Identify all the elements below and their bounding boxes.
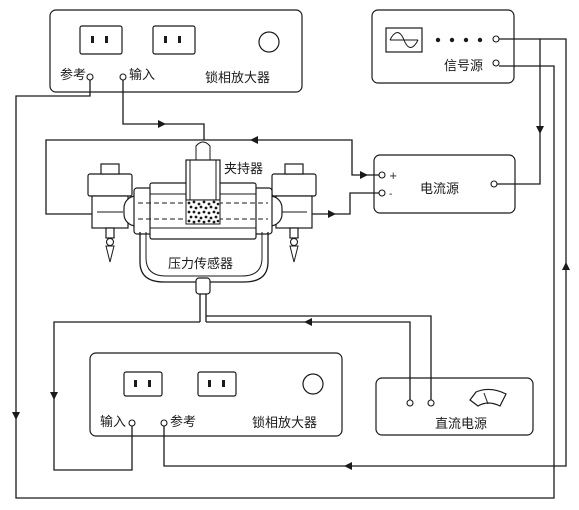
pressure-sensor-cradle-inner [145,232,263,277]
pressure-sensor-body [195,277,211,295]
current-source-minus-symbol: - [389,189,392,200]
bottom-lockin-knob [302,373,324,395]
arrow-clamp-wire [250,136,258,144]
top-lockin-reference-terminal [86,73,94,81]
arrow-left-down [50,392,58,400]
arrow-signal-down [536,126,544,134]
top-lockin-socket-1 [79,25,123,55]
sample-assembly: 夹持器 压力传感器 [87,141,317,322]
arrow-right-probe [328,210,336,218]
top-lockin-amplifier: 参考 输入 锁相放大器 [49,9,303,93]
wire-right-probe-to-current-minus [312,192,379,215]
arrow-right-margin-up [562,262,570,270]
right-probe-positioner [271,163,317,263]
clamp-top-cap [195,141,211,160]
bottom-lockin-name: 锁相放大器 [252,415,317,431]
bottom-lockin-input-label: 输入 [100,414,126,430]
top-lockin-input-label: 输入 [129,67,155,83]
current-source-input-terminal [490,180,498,188]
arrow-left-margin [12,412,20,420]
wire-clamp-to-left-probe [45,139,204,215]
bottom-lockin-socket-2 [197,371,237,397]
arrow-top-input [158,120,166,128]
arrow-sensor-right [304,318,312,326]
left-probe-positioner [87,163,133,263]
current-source-minus-terminal [378,189,386,197]
meter-icon [469,388,507,407]
current-source-plus-terminal [378,171,386,179]
top-lockin-input-terminal [119,73,127,81]
dc-power-supply: 直流电源 [375,377,534,436]
current-source-name: 电流源 [420,182,459,197]
pressure-sensor-label: 压力传感器 [168,256,233,272]
dc-power-name: 直流电源 [435,417,487,432]
granular-sample-texture [187,200,220,224]
signal-source: 信号源 [371,9,515,84]
top-lockin-reference-label: 参考 [60,67,86,83]
dc-power-terminal-1 [406,399,414,407]
wire-sensor-to-dc-terminal-1 [206,321,411,400]
clamp-label: 夹持器 [224,162,263,177]
bottom-lockin-reference-terminal [160,419,168,427]
bottom-lockin-amplifier: 输入 参考 锁相放大器 [89,352,343,437]
signal-source-name: 信号源 [444,59,483,74]
wire-signal-to-current-source [497,38,541,185]
current-source: + - 电流源 [373,154,516,214]
wiring [15,38,567,499]
wire-sensor-to-dc-terminal-2 [206,315,432,400]
wire-top-reference-loop [15,65,555,499]
current-source-plus-symbol: + [389,171,397,182]
top-lockin-knob [258,31,280,53]
signal-source-output-terminal-1 [492,35,500,43]
bottom-lockin-socket-1 [123,371,163,397]
bottom-lockin-reference-label: 参考 [170,414,196,430]
wire-bottom-reference-loop [163,38,567,467]
wire-sensor-to-bottom-input [53,321,200,471]
flow-arrows [12,120,570,470]
clamp-column [185,159,221,201]
signal-source-output-terminal-2 [492,59,500,67]
bottom-lockin-input-terminal [128,419,136,427]
arrow-bottom-reference [344,462,352,470]
dc-power-terminal-2 [427,399,435,407]
arrow-to-current-plus [360,171,368,179]
top-lockin-socket-2 [152,25,196,55]
signal-source-buttons [435,37,483,43]
top-lockin-name: 锁相放大器 [205,70,270,86]
